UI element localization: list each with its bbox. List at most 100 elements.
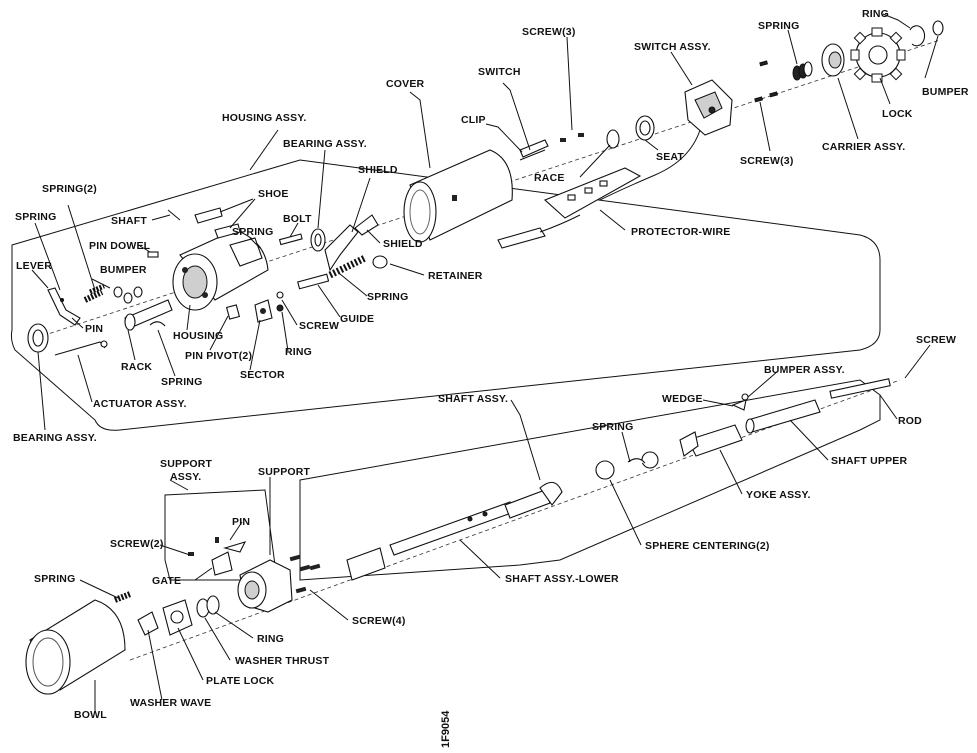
pin-pivot-part bbox=[225, 304, 241, 320]
screw-mid-part bbox=[276, 291, 284, 299]
label-spring2: SPRING(2) bbox=[42, 183, 97, 195]
seat-part bbox=[635, 115, 655, 141]
lock-part bbox=[850, 27, 906, 83]
label-spring-sphere: SPRING bbox=[592, 421, 634, 433]
shoe-part bbox=[194, 207, 241, 239]
label-cover: COVER bbox=[386, 78, 425, 90]
label-wedge: WEDGE bbox=[662, 393, 703, 405]
shaft-lower-part bbox=[346, 481, 563, 581]
bowl-part bbox=[25, 599, 126, 695]
label-pin: PIN bbox=[85, 323, 104, 335]
sphere-centering-part bbox=[595, 451, 659, 480]
protector-wire-part bbox=[497, 167, 642, 249]
rack-part bbox=[124, 299, 173, 331]
label-bolt: BOLT bbox=[283, 213, 312, 225]
label-sphere-centering: SPHERE CENTERING(2) bbox=[645, 540, 770, 552]
label-support: SUPPORT bbox=[258, 466, 311, 478]
label-rod: ROD bbox=[898, 415, 922, 427]
label-bearing-assy-top: BEARING ASSY. bbox=[283, 138, 367, 150]
label-figure-id: 1F9054 bbox=[440, 710, 452, 748]
label-spring-rack: SPRING bbox=[161, 376, 203, 388]
ring-mid-part bbox=[276, 304, 284, 312]
carrier-assy-part bbox=[821, 43, 845, 77]
bumper-mid-part bbox=[113, 286, 143, 304]
label-gate: GATE bbox=[152, 575, 182, 587]
label-support-assy-1: SUPPORT bbox=[160, 458, 213, 470]
label-switch: SWITCH bbox=[478, 66, 521, 78]
label-shaft-upper: SHAFT UPPER bbox=[831, 455, 908, 467]
washer-thrust-part bbox=[196, 595, 220, 618]
gate-part bbox=[211, 541, 247, 576]
label-shield-bottom: SHIELD bbox=[383, 238, 423, 250]
label-housing-assy: HOUSING ASSY. bbox=[222, 112, 307, 124]
washer-wave-part bbox=[137, 611, 159, 636]
switch-assy-part bbox=[599, 79, 733, 201]
bumper-part bbox=[932, 20, 944, 36]
label-plate-lock: PLATE LOCK bbox=[206, 675, 275, 687]
label-screw3-top: SCREW(3) bbox=[522, 26, 576, 38]
label-carrier-assy: CARRIER ASSY. bbox=[822, 141, 906, 153]
label-pin-dowel: PIN DOWEL bbox=[89, 240, 151, 252]
label-sector: SECTOR bbox=[240, 369, 285, 381]
label-bearing-assy-bottom: BEARING ASSY. bbox=[13, 432, 97, 444]
shield-part bbox=[324, 214, 379, 272]
label-yoke-assy: YOKE ASSY. bbox=[746, 489, 811, 501]
label-screw3-mid: SCREW(3) bbox=[740, 155, 794, 167]
label-screw-right: SCREW bbox=[916, 334, 957, 346]
wedge-bumper-part bbox=[731, 393, 749, 411]
shaft-upper-part bbox=[745, 399, 821, 434]
label-shoe: SHOE bbox=[258, 188, 289, 200]
spring-bowl-part bbox=[113, 591, 132, 603]
label-protector-wire: PROTECTOR-WIRE bbox=[631, 226, 731, 238]
label-shield-top: SHIELD bbox=[358, 164, 398, 176]
housing-part bbox=[172, 229, 269, 311]
label-washer-wave: WASHER WAVE bbox=[130, 697, 212, 709]
label-ring-mid: RING bbox=[285, 346, 313, 358]
label-retainer: RETAINER bbox=[428, 270, 483, 282]
label-screw2: SCREW(2) bbox=[110, 538, 164, 550]
switch-part bbox=[519, 139, 549, 161]
bearing-assy-bottom-part bbox=[27, 323, 49, 353]
label-guide: GUIDE bbox=[340, 313, 375, 325]
label-seat: SEAT bbox=[656, 151, 685, 163]
ring-part bbox=[909, 25, 926, 47]
spring-top-part bbox=[792, 61, 813, 81]
rod-part bbox=[829, 378, 891, 399]
label-shaft: SHAFT bbox=[111, 215, 147, 227]
label-screw-mid: SCREW bbox=[299, 320, 340, 332]
race-part bbox=[606, 129, 620, 149]
label-housing: HOUSING bbox=[173, 330, 224, 342]
label-bumper-top: BUMPER bbox=[922, 86, 969, 98]
label-washer-thrust: WASHER THRUST bbox=[235, 655, 330, 667]
screws-cover bbox=[560, 133, 584, 142]
screw-support-parts bbox=[188, 537, 321, 594]
label-spring-guide: SPRING bbox=[367, 291, 409, 303]
cover-part bbox=[403, 149, 513, 243]
support-part bbox=[237, 559, 293, 613]
label-clip: CLIP bbox=[461, 114, 486, 126]
pin-dowel-part bbox=[147, 251, 159, 258]
label-shaft-assy: SHAFT ASSY. bbox=[438, 393, 509, 405]
spring-rack-part bbox=[149, 321, 166, 327]
label-spring-left: SPRING bbox=[15, 211, 57, 223]
sector-part bbox=[254, 299, 273, 323]
label-shaft-assy-lower: SHAFT ASSY.-LOWER bbox=[505, 573, 619, 585]
label-lever: LEVER bbox=[16, 260, 53, 272]
label-ring-top: RING bbox=[862, 8, 890, 20]
housing-assy-outline bbox=[10, 159, 881, 431]
label-spring-mid: SPRING bbox=[232, 226, 274, 238]
label-bowl: BOWL bbox=[74, 709, 107, 721]
leader-lines bbox=[31, 13, 939, 712]
yoke-assy-part bbox=[679, 424, 743, 457]
label-actuator-assy: ACTUATOR ASSY. bbox=[93, 398, 187, 410]
label-spring-bowl: SPRING bbox=[34, 573, 76, 585]
label-pin-pivot2: PIN PIVOT(2) bbox=[185, 350, 253, 362]
label-pin-support: PIN bbox=[232, 516, 251, 528]
label-race: RACE bbox=[534, 172, 565, 184]
label-bumper-assy: BUMPER ASSY. bbox=[764, 364, 845, 376]
label-spring-top: SPRING bbox=[758, 20, 800, 32]
label-ring-low: RING bbox=[257, 633, 285, 645]
bearing-assy-top-part bbox=[310, 228, 326, 252]
